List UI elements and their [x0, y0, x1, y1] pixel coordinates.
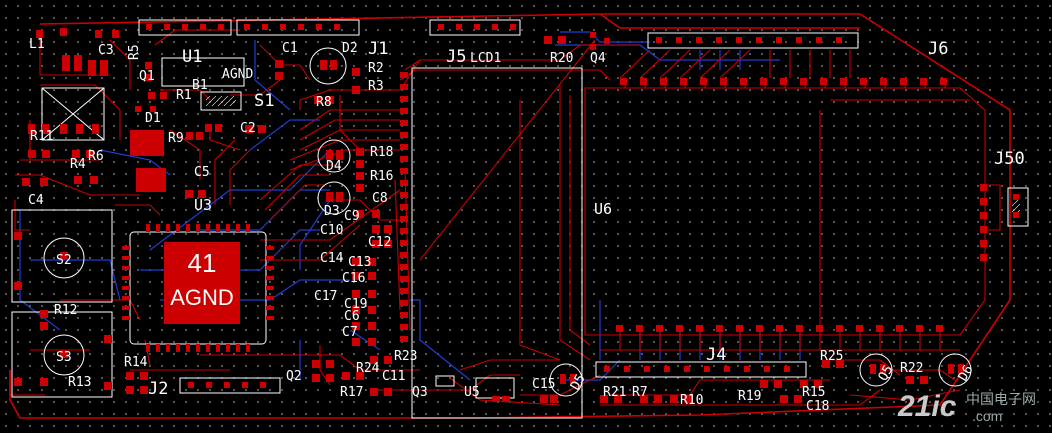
label-S2: S2	[56, 253, 72, 268]
label-D6: D6	[956, 363, 977, 384]
label-D1: D1	[145, 111, 161, 126]
label-U3: U3	[194, 196, 212, 214]
watermark-domain: .com	[972, 408, 1002, 424]
label-L1: L1	[29, 37, 45, 52]
label-C17: C17	[314, 289, 337, 304]
label-R15: R15	[802, 385, 825, 400]
label-Q1: Q1	[139, 69, 155, 84]
label-C8: C8	[372, 191, 388, 206]
u3-pins	[122, 224, 274, 352]
label-C19: C19	[344, 297, 367, 312]
label-U5: U5	[464, 385, 480, 400]
label-C11: C11	[382, 369, 405, 384]
label-R5: R5	[127, 44, 142, 60]
u6-bottom-pads	[616, 325, 943, 332]
u3-pad-number: 41	[188, 248, 217, 278]
label-C6: C6	[344, 309, 360, 324]
label-R8: R8	[316, 95, 332, 110]
header-pins	[146, 24, 516, 388]
designators: L1 C3 R5 U1 C1 D2 J1 Q1 B1 R1 S1 R2 R3 R…	[28, 37, 1025, 414]
label-R11: R11	[30, 129, 53, 144]
label-Q2: Q2	[286, 369, 302, 384]
label-R20: R20	[550, 51, 573, 66]
bottom-copper-traces	[19, 31, 801, 381]
label-J1: J1	[368, 39, 388, 59]
label-S1: S1	[254, 91, 274, 111]
label-C5: C5	[194, 165, 210, 180]
label-R23: R23	[394, 349, 417, 364]
watermark-brand: 21ic	[897, 390, 957, 423]
label-R2: R2	[368, 61, 384, 76]
label-LCD1: LCD1	[470, 51, 501, 66]
label-C16: C16	[342, 271, 365, 286]
label-R19: R19	[738, 389, 761, 404]
watermark-cn: 中国电子网	[966, 391, 1036, 407]
label-C10: C10	[320, 223, 343, 238]
b1-hatch	[206, 96, 236, 106]
label-C1: C1	[282, 41, 298, 56]
label-R25: R25	[820, 349, 843, 364]
board-outline	[9, 13, 1011, 419]
label-D2: D2	[342, 41, 358, 56]
label-Q5: Q5	[876, 363, 897, 384]
label-R14: R14	[124, 355, 148, 370]
j4-pins	[604, 366, 790, 372]
label-J50: J50	[994, 149, 1025, 169]
label-R10: R10	[680, 393, 703, 408]
label-C14: C14	[320, 251, 344, 266]
u6-top-pads	[620, 78, 947, 85]
label-C3: C3	[98, 43, 114, 58]
label-S3: S3	[56, 350, 72, 365]
label-J2: J2	[148, 379, 168, 399]
label-J5: J5	[446, 47, 466, 67]
led-pads	[60, 60, 964, 384]
q5-hatch	[1012, 200, 1020, 212]
u3-pad-net: AGND	[170, 285, 234, 310]
label-R17: R17	[340, 385, 363, 400]
label-U1: U1	[182, 47, 202, 67]
j6-pins	[656, 37, 842, 43]
label-C13: C13	[348, 255, 371, 270]
label-C7: C7	[342, 325, 358, 340]
label-R12: R12	[54, 303, 77, 318]
label-C2: C2	[240, 121, 256, 136]
label-R4: R4	[70, 157, 86, 172]
label-R7: R7	[632, 385, 648, 400]
label-J4: J4	[706, 345, 726, 365]
label-Q3: Q3	[412, 385, 428, 400]
smd-pads	[14, 28, 1019, 403]
label-R13: R13	[68, 375, 91, 390]
label-R18: R18	[370, 145, 393, 160]
label-D4: D4	[326, 159, 342, 174]
label-U6: U6	[594, 200, 612, 218]
label-D3: D3	[324, 204, 340, 219]
label-C9: C9	[344, 209, 360, 224]
u3-exposed-pad	[164, 242, 240, 324]
label-C18: C18	[806, 399, 829, 414]
label-B1: B1	[192, 78, 208, 93]
label-C4: C4	[28, 193, 44, 208]
label-R6: R6	[88, 149, 104, 164]
u1-net-label: AGND	[222, 67, 253, 82]
label-R1: R1	[176, 88, 192, 103]
label-C15: C15	[532, 377, 555, 392]
label-R22: R22	[900, 361, 923, 376]
label-C12: C12	[368, 235, 391, 250]
label-R9: R9	[168, 131, 184, 146]
label-R24: R24	[356, 361, 380, 376]
label-J6: J6	[928, 39, 948, 59]
label-D5: D5	[568, 372, 589, 393]
label-Q4: Q4	[590, 51, 606, 66]
watermark-logo: 21ic 中国电子网 .com	[897, 390, 1036, 424]
silkscreen	[11, 19, 1029, 419]
label-R16: R16	[370, 169, 393, 184]
label-R3: R3	[368, 79, 384, 94]
label-R21: R21	[603, 385, 626, 400]
